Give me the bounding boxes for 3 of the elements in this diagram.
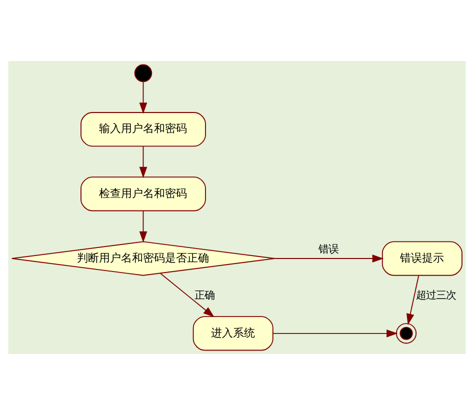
edge-label: 正确: [194, 290, 215, 302]
edge-label: 错误: [318, 244, 338, 256]
edge-label: 超过三次: [416, 290, 456, 302]
